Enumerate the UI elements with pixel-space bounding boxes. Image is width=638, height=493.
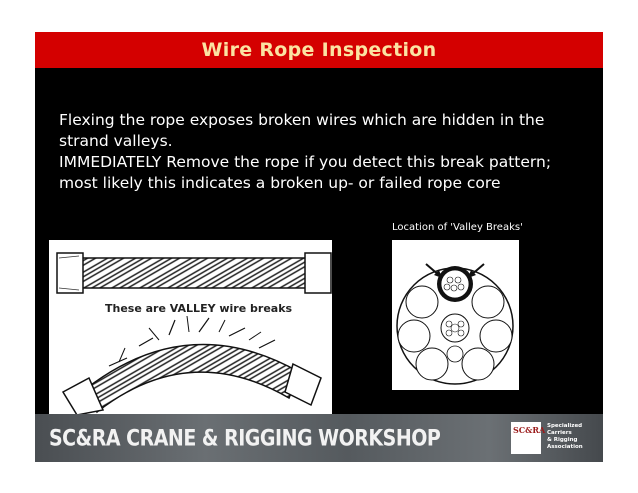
logo-line: Association — [547, 444, 583, 450]
rope-cross-section — [392, 240, 519, 390]
workshop-title: SC&RA CRANE & RIGGING WORKSHOP — [49, 426, 441, 452]
slide-title: Wire Rope Inspection — [201, 39, 437, 61]
logo-mark-text: SC&RA — [513, 425, 546, 435]
logo-line: & Rigging — [547, 437, 578, 443]
logo-line: Carriers — [547, 430, 572, 436]
body-text: Flexing the rope exposes broken wires wh… — [59, 110, 599, 194]
footer-banner: SC&RA CRANE & RIGGING WORKSHOP SC&RA Spe… — [35, 414, 603, 462]
title-bar: Wire Rope Inspection — [35, 32, 603, 68]
rope-drawing — [56, 252, 332, 415]
body-line: strand valleys. — [59, 132, 173, 150]
body-line: Flexing the rope exposes broken wires wh… — [59, 111, 545, 129]
valley-caption: Location of 'Valley Breaks' — [392, 222, 523, 233]
body-line: IMMEDIATELY Remove the rope if you detec… — [59, 153, 552, 171]
scra-logo: SC&RA Specialized Carriers & Rigging Ass… — [505, 420, 595, 456]
cross-section-drawing — [396, 263, 514, 385]
valley-breaks-label: These are VALLEY wire breaks — [105, 302, 293, 315]
logo-text: Specialized Carriers & Rigging Associati… — [547, 423, 583, 451]
rope-illustration: These are VALLEY wire breaks — [49, 240, 332, 415]
body-line: most likely this indicates a broken up- … — [59, 174, 501, 192]
slide: Wire Rope Inspection Flexing the rope ex… — [35, 32, 603, 462]
scra-logo-mark: SC&RA — [511, 422, 545, 454]
logo-line: Specialized — [547, 423, 583, 429]
